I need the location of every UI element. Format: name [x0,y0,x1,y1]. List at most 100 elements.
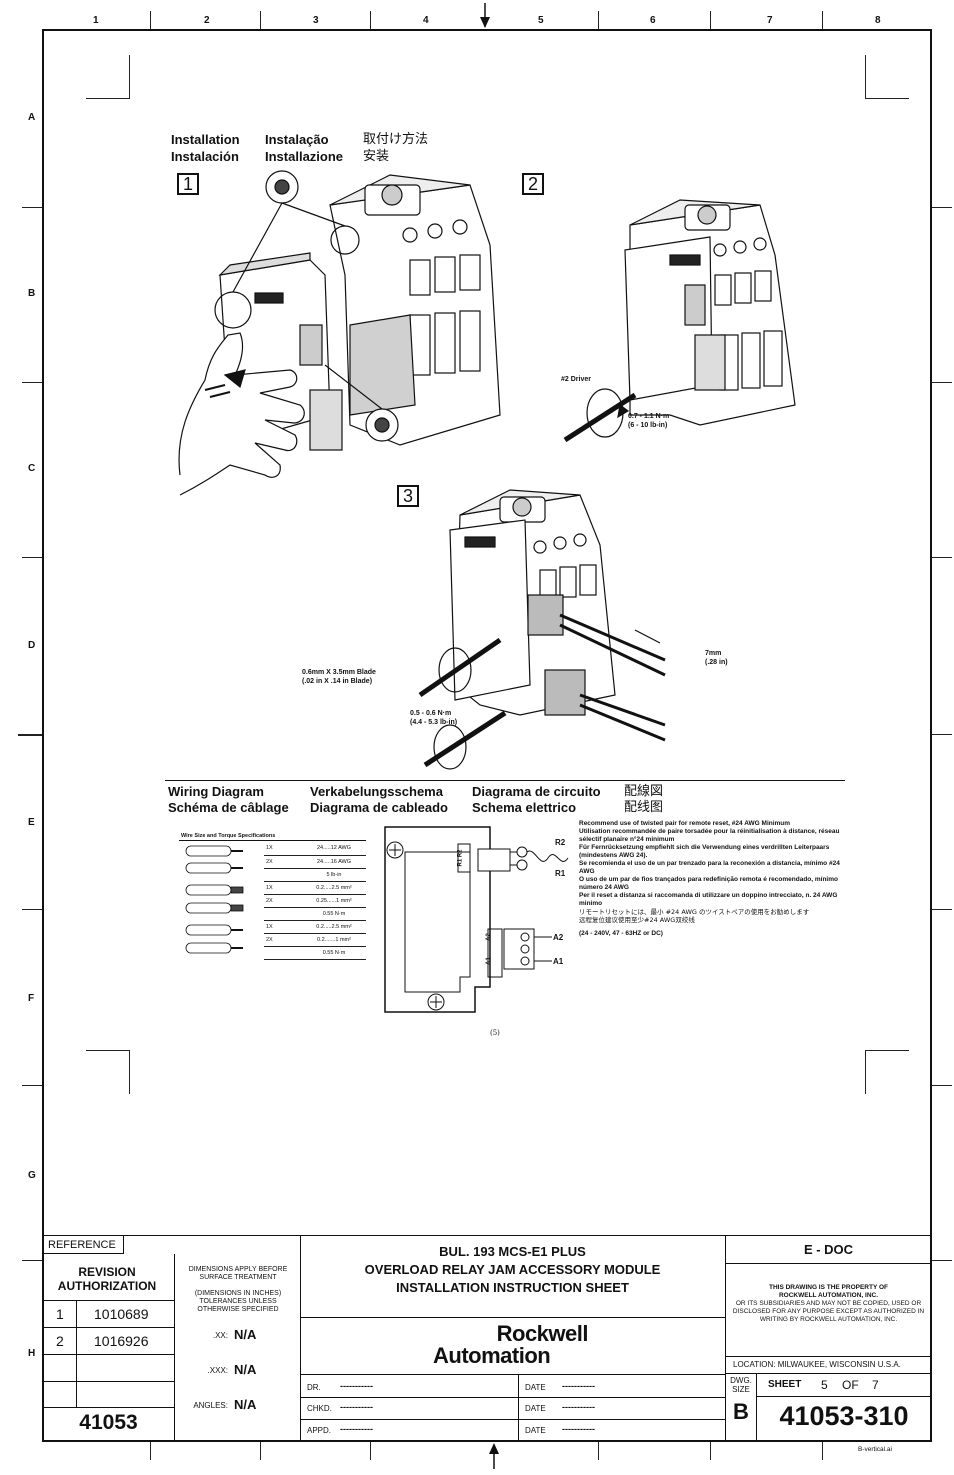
zone-tick [710,11,711,29]
table-cell: 0.2.....2.5 mm² [302,881,366,895]
appd-value: ----------- [340,1424,373,1434]
zone-tick [22,1085,42,1086]
zone-tick [22,1260,42,1261]
rule [725,1235,726,1442]
date-label-2: DATE [525,1404,546,1413]
terminal-r1: R1 [555,869,566,878]
table-cell: 1X [264,920,302,934]
torque-callout-2-lb: (4.4 - 5.3 lb-in) [410,719,458,726]
title-line-1: BUL. 193 MCS-E1 PLUS [439,1244,586,1259]
sheet-total: 7 [872,1378,879,1392]
step-1-label: 1 [177,173,199,195]
table-cell: 0.55 N·m [302,946,366,960]
zone-row-g: G [28,1170,36,1181]
zone-col-7: 7 [767,15,773,26]
zone-col-5: 5 [538,15,544,26]
note-zh: 远程复位建议使用至少#24 AWG双绞线 [579,916,695,924]
note-it: Per il reset a distanza si raccomanda di… [579,892,838,907]
wire-strip-icons [185,845,244,954]
zone-tick [150,1442,151,1460]
tol-xx-label: .XX: [212,1331,228,1340]
wiring-heading-es: Diagrama de cableado [310,800,448,815]
terminal-a2: A2 [553,933,564,942]
revision-2-id: 1016926 [94,1333,149,1349]
wiring-heading-zh: 配线图 [624,800,664,815]
zone-tick [932,1085,952,1086]
table-cell: 1X [264,842,302,856]
sheet-label: SHEET [768,1379,802,1390]
zone-row-a: A [28,112,36,123]
revision-panel [42,1254,175,1442]
logo-line-2: Automation [433,1343,551,1368]
zone-tick [822,11,823,29]
heading-pt: Instalação [265,132,329,147]
property-line-1: THIS DRAWING IS THE PROPERTY OF [768,1284,889,1291]
note-de: Für Fernrücksetzung empfiehlt sich die V… [579,844,830,859]
rule [42,1354,175,1355]
module-label-r1r2: R1 R2 [457,849,464,867]
note-es: Se recomienda el uso de un par trenzado … [579,860,840,875]
date-label-1: DATE [525,1383,546,1392]
torque-callout-1: 0.7 - 1.1 N·m [628,413,670,420]
note-ja: リモートリセットには、最小 #24 AWG のツイストペアの使用をお勧めします [579,908,810,916]
zone-tick [598,1442,599,1460]
torque-callout-2: 0.5 - 0.6 N·m [410,710,452,717]
note-pt: O uso de um par de fios trançados para r… [579,876,838,891]
date-value-2: ----------- [562,1402,595,1412]
dimension-note-1: DIMENSIONS APPLY BEFORE SURFACE TREATMEN… [188,1266,288,1281]
table-cell: 2X [264,894,302,908]
location-label: LOCATION: MILWAUKEE, WISCONSIN U.S.A. [733,1360,901,1369]
zone-tick [370,1442,371,1460]
rule [756,1373,757,1442]
zone-tick [598,11,599,29]
table-cell: 24.....12 AWG [302,842,366,856]
note-en: Recommend use of twisted pair for remote… [579,820,791,827]
table-row: 0.55 N·m [264,946,366,960]
heading-es: Instalación [171,149,239,164]
spec-table-rule [179,840,366,841]
dwg-size-label: DWG. SIZE [730,1376,752,1394]
reference-label: REFERENCE [48,1239,116,1251]
zone-tick [18,734,42,736]
wiring-notes: Recommend use of twisted pair for remote… [579,820,844,938]
dr-value: ----------- [340,1381,373,1391]
title-block-top-rule [42,1235,932,1236]
zone-tick [260,1442,261,1460]
zone-col-3: 3 [313,15,319,26]
dwg-size-value: B [733,1399,749,1424]
sheet-number: 5 [821,1378,828,1392]
spec-table-title: Wire Size and Torque Specifications [181,833,276,839]
table-cell: 0.55 N·m [302,907,366,921]
table-cell: 24.....16 AWG [302,855,366,869]
rule [300,1374,725,1375]
property-line-2: ROCKWELL AUTOMATION, INC. [778,1292,879,1299]
table-cell: 0.2.......1 mm² [302,933,366,947]
rule [300,1397,725,1398]
chkd-label: CHKD. [307,1404,332,1413]
blade-callout-in: (.02 in X .14 in Blade) [302,678,373,685]
zone-col-8: 8 [875,15,881,26]
drawing-frame [42,29,932,1442]
zone-row-h: H [28,1348,36,1359]
heading-ja: 取付け方法 [363,132,429,147]
heading-it: Installazione [265,149,344,164]
date-label-3: DATE [525,1426,546,1435]
angles-value: N/A [234,1397,257,1412]
title-line-3: INSTALLATION INSTRUCTION SHEET [396,1280,629,1295]
torque-callout-1-lb: (6 - 10 lb-in) [628,422,668,429]
rule [725,1373,932,1374]
crop-mark-bottom-right [865,1050,909,1094]
dr-label: DR. [307,1383,321,1392]
table-cell: 5 lb-in [302,868,366,882]
step-3-label: 3 [397,485,419,507]
strip-length-callout: 7mm [705,650,722,657]
driver-callout: #2 Driver [561,376,591,383]
date-value-3: ----------- [562,1424,595,1434]
rule [76,1300,77,1407]
center-arrow-bottom-icon [489,1443,499,1469]
zone-tick [22,909,42,910]
wiring-heading-ja: 配線図 [624,784,664,799]
rule [42,1407,175,1408]
